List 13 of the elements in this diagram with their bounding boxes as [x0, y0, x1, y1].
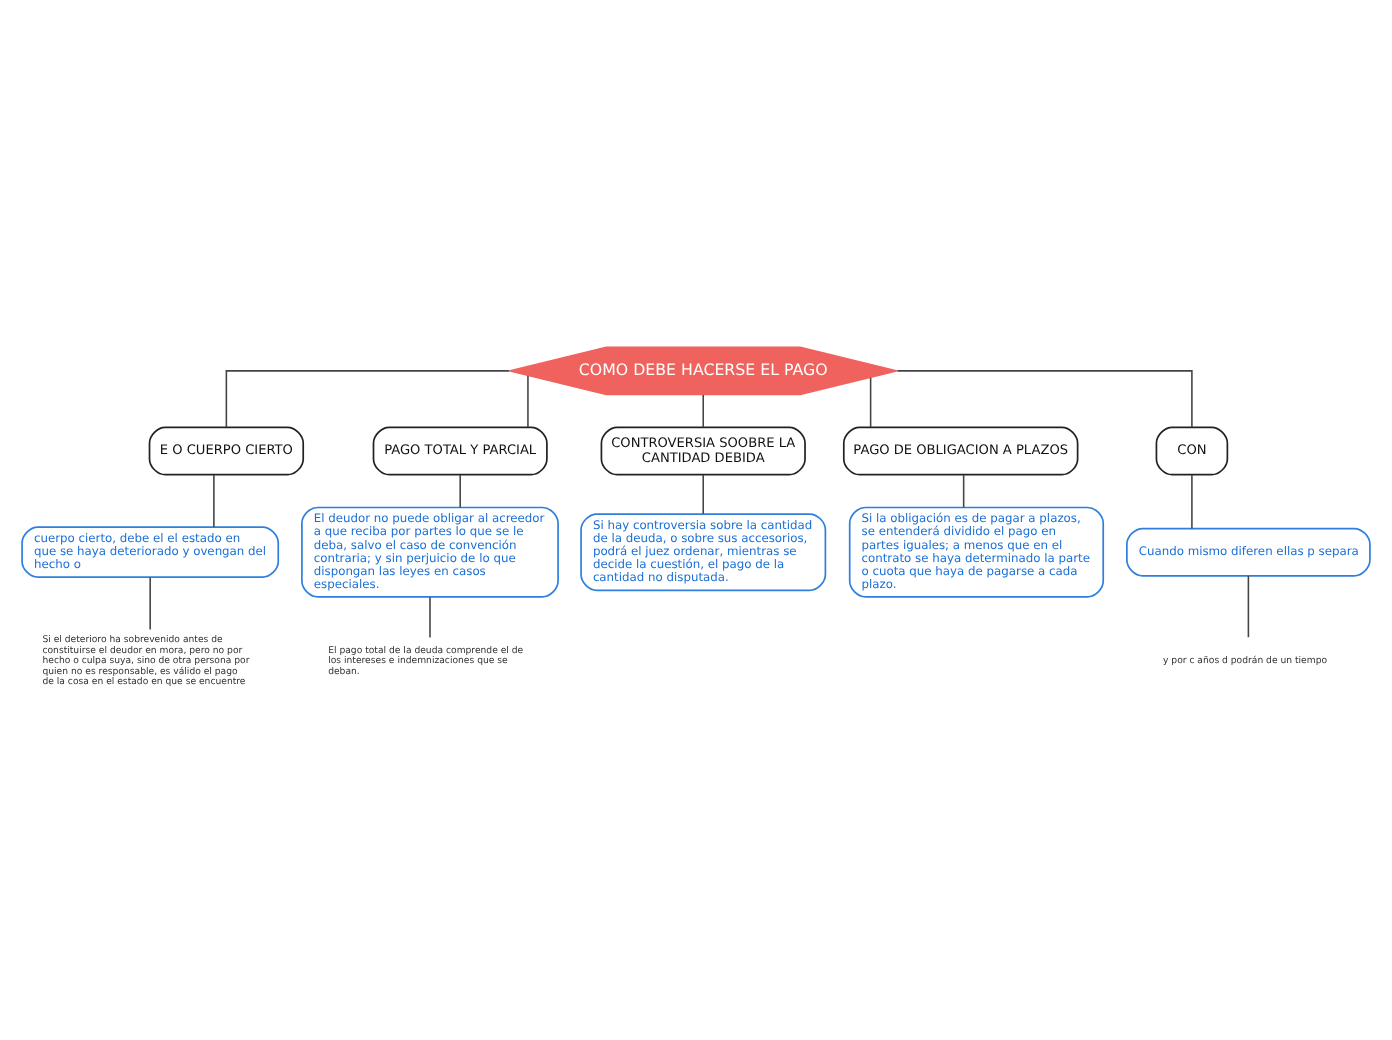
- connector: [869, 376, 872, 428]
- connector: [896, 370, 1193, 428]
- connector: [225, 370, 510, 428]
- connector: [213, 474, 215, 528]
- connector: [429, 596, 431, 639]
- connector: [1247, 575, 1250, 638]
- connector: [527, 374, 529, 428]
- connector: [702, 394, 704, 428]
- connector: [702, 474, 704, 515]
- connector: [149, 576, 151, 631]
- connector: [1191, 474, 1193, 530]
- connector: [459, 474, 461, 509]
- connector: [962, 474, 965, 509]
